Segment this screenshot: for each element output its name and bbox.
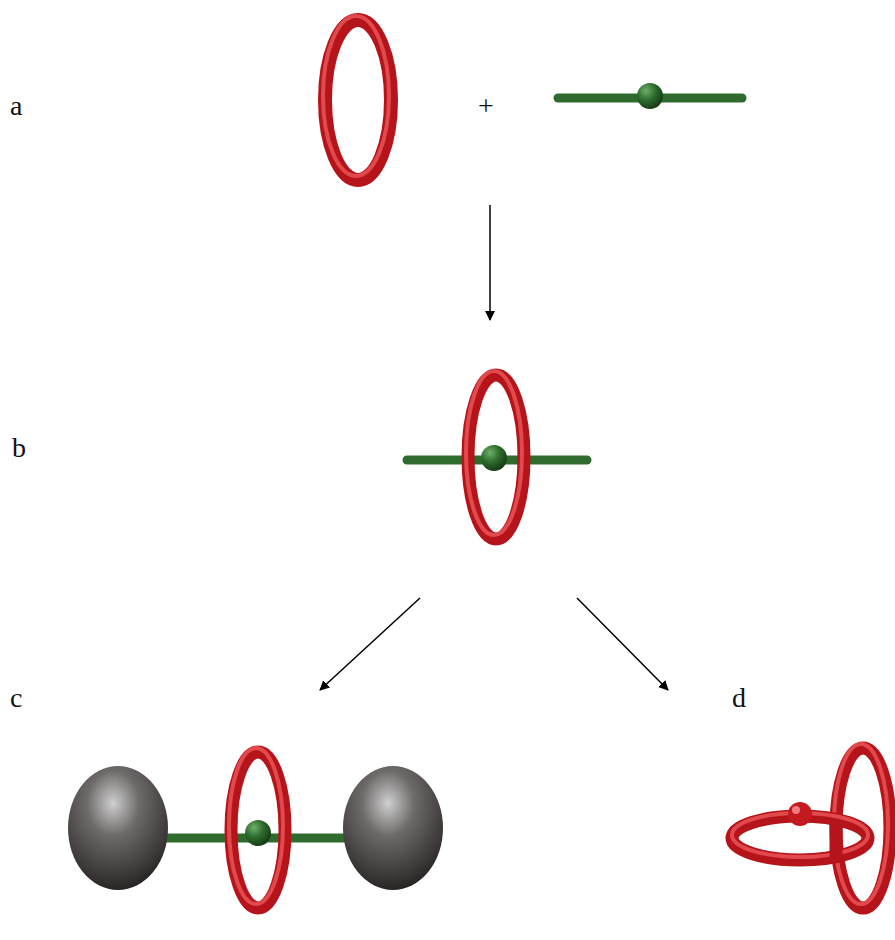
reaction-arrow	[320, 205, 668, 690]
panel-letter: c	[10, 684, 22, 712]
catenane	[732, 744, 890, 908]
pseudorotaxane	[407, 371, 587, 539]
thread-axle	[558, 83, 742, 109]
plus-sign: +	[478, 92, 494, 120]
panel-letter: b	[12, 434, 26, 462]
panel-letter: a	[10, 92, 22, 120]
panel-letter: d	[732, 684, 746, 712]
macrocycle-ring	[323, 16, 391, 180]
rotaxane	[68, 748, 443, 908]
